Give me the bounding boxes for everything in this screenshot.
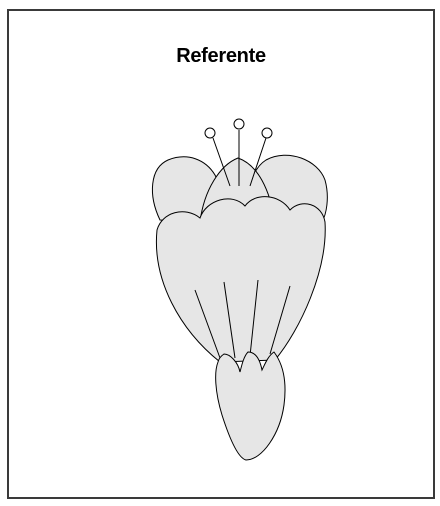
corolla [156, 197, 325, 362]
stamen-left-anther [205, 128, 215, 138]
stamen-center-anther [234, 119, 244, 129]
stamen-right-anther [262, 128, 272, 138]
calyx [216, 352, 285, 460]
